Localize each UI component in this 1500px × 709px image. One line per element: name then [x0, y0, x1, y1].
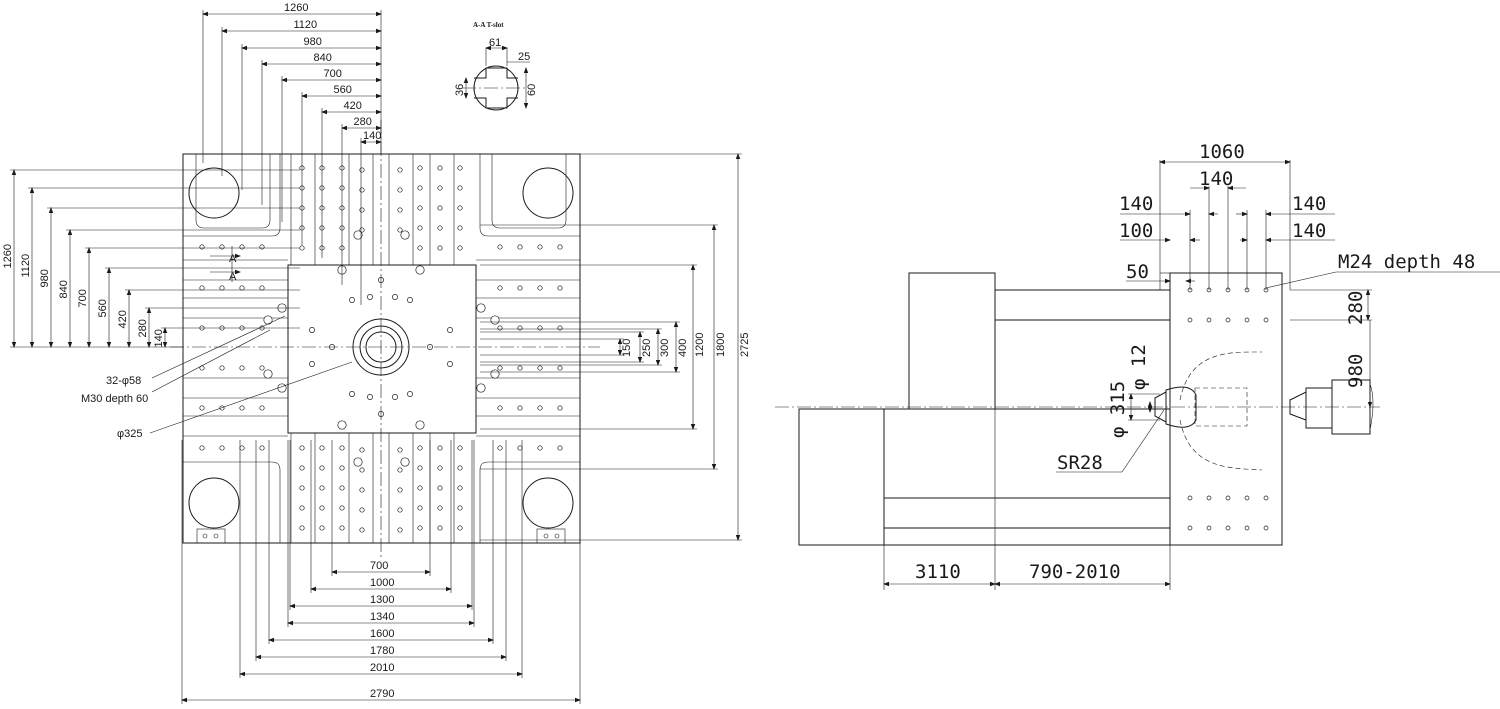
- bottom-dim-label: 1300: [370, 594, 394, 606]
- top-dim-label: 420: [344, 100, 362, 112]
- side-view-dimensions: 1060 140 140 140 100 140 50 M24 depth 48: [883, 141, 1500, 590]
- callout-holes: 32-φ58: [106, 375, 141, 387]
- dim-140-left: 140: [1119, 193, 1153, 215]
- tslot-title: A-A T-slot: [473, 21, 504, 29]
- platen-outline: [182, 153, 581, 544]
- t-slots: [183, 154, 580, 543]
- left-dim-label: 420: [117, 310, 129, 328]
- dim-50: 50: [1126, 261, 1149, 283]
- dim-280: 280: [1345, 291, 1367, 325]
- bottom-dim-label: 1000: [370, 577, 394, 589]
- dim-3110: 3110: [915, 561, 961, 583]
- left-dimensions: 1260 1120 980 840 700 560 420 280 140: [2, 169, 300, 348]
- callout-sr28: SR28: [1057, 452, 1103, 474]
- dim-100: 100: [1119, 220, 1153, 242]
- top-dim-label: 140: [363, 130, 381, 142]
- platen-holes-side: [1187, 287, 1269, 531]
- top-dim-label: 700: [324, 68, 342, 80]
- section-marker-lower: A: [229, 271, 237, 283]
- dim-140-right: 140: [1292, 193, 1326, 215]
- rear-block: [798, 408, 885, 546]
- section-marker-upper: A: [229, 253, 237, 265]
- dim-1060: 1060: [1199, 141, 1245, 163]
- tslot-section-detail: A-A T-slot 61 25 36 60: [454, 21, 538, 111]
- left-dim-label: 560: [97, 299, 109, 317]
- fixed-platen: [1169, 272, 1283, 546]
- bottom-dim-label: 1340: [370, 611, 394, 623]
- dim-ring-dia: φ 315: [1107, 381, 1129, 438]
- tslot-height: 60: [526, 84, 538, 96]
- top-dim-label: 840: [314, 52, 332, 64]
- side-view: [775, 272, 1380, 546]
- dim-140-center: 140: [1199, 168, 1233, 190]
- tie-bar-hole-bl: [188, 477, 240, 529]
- right-dim-label: 400: [677, 339, 689, 357]
- dim-790-2010: 790-2010: [1029, 561, 1121, 583]
- left-dim-label: 980: [39, 269, 51, 287]
- tslot-width-top: 61: [489, 37, 501, 49]
- right-dim-label: 2725: [739, 333, 751, 357]
- bottom-dim-label: 700: [370, 560, 388, 572]
- top-dimensions: 1260 1120 980 840 700 560 420 280 140: [202, 2, 382, 305]
- top-dim-label: 560: [334, 84, 352, 96]
- right-dimensions: 150 250 300 400 1200 1800 2725: [480, 153, 751, 541]
- dim-nozzle-dia: φ 12: [1128, 344, 1150, 390]
- top-dim-label: 1120: [294, 19, 318, 31]
- dim-140-right-2: 140: [1292, 220, 1326, 242]
- left-dim-label: 700: [77, 289, 89, 307]
- top-dim-label: 280: [354, 116, 372, 128]
- left-dim-label: 840: [58, 280, 70, 298]
- bottom-dim-label: 1600: [370, 628, 394, 640]
- callout-ring: φ325: [117, 428, 143, 440]
- left-dim-label: 1260: [2, 244, 14, 268]
- bottom-dimensions: 700 1000 1300 1340 1600 1780 2010 2790: [181, 440, 581, 704]
- movable-platen: [908, 272, 996, 410]
- platen-front-view: A A: [170, 120, 600, 560]
- tie-bar-hole-tr: [522, 167, 574, 219]
- right-dim-label: 300: [659, 339, 671, 357]
- dim-980: 980: [1345, 354, 1367, 388]
- left-dim-label: 1120: [20, 254, 32, 278]
- tie-bar-hole-tl: [188, 167, 240, 219]
- callouts: 32-φ58 M30 depth 60 φ325: [81, 315, 353, 440]
- top-dim-label: 1260: [284, 2, 308, 14]
- left-dim-label: 280: [137, 319, 149, 337]
- bottom-dim-label: 2010: [370, 662, 394, 674]
- tslot-depth: 36: [454, 84, 466, 96]
- top-dim-label: 980: [304, 36, 322, 48]
- mold-area: [287, 264, 477, 434]
- bottom-dim-label: 2790: [370, 688, 394, 700]
- right-dim-label: 150: [621, 339, 633, 357]
- right-dim-label: 250: [641, 339, 653, 357]
- left-dim-label: 140: [153, 329, 165, 347]
- right-dim-label: 1200: [694, 333, 706, 357]
- callout-m24: M24 depth 48: [1338, 251, 1475, 273]
- bottom-dim-label: 1780: [370, 645, 394, 657]
- tie-bar-hole-br: [522, 477, 574, 529]
- callout-thread: M30 depth 60: [81, 393, 148, 405]
- right-dim-label: 1800: [715, 333, 727, 357]
- tslot-width-slot: 25: [518, 51, 530, 63]
